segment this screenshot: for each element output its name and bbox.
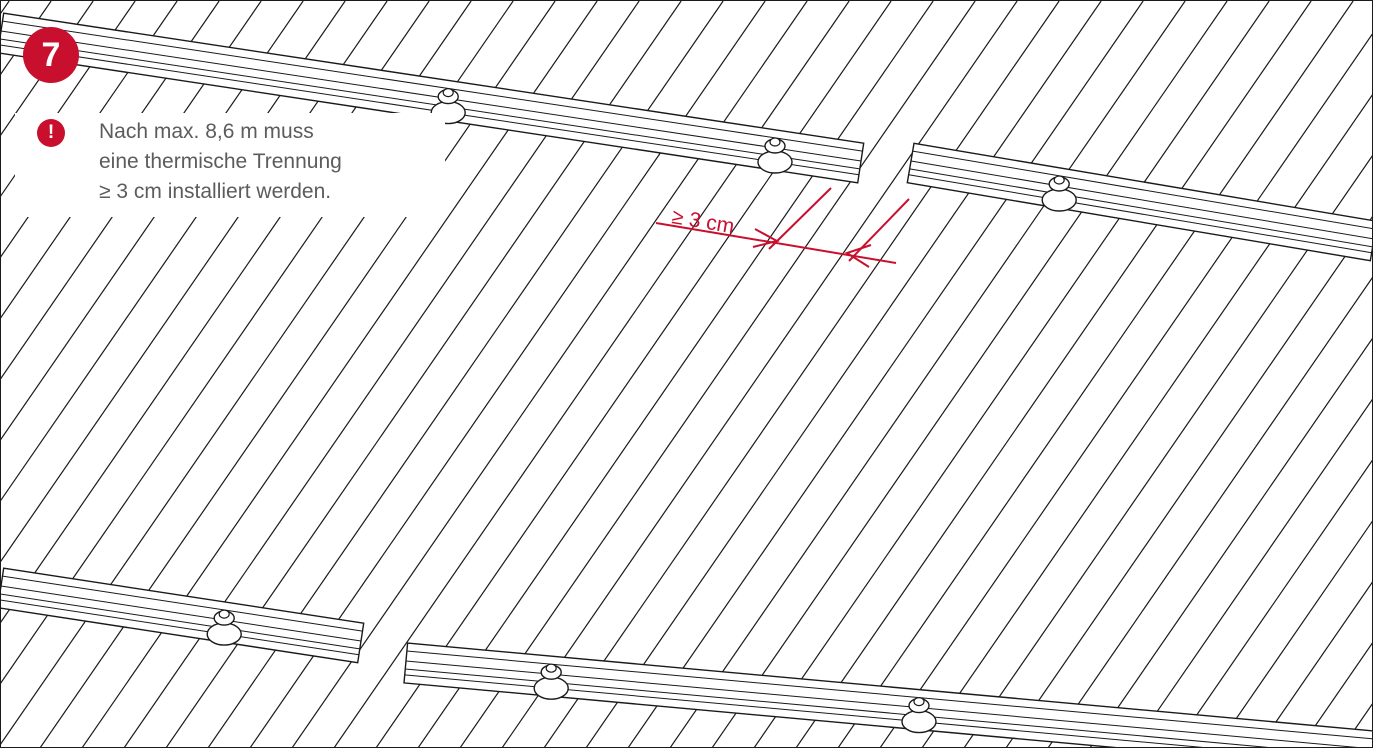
rail-clamp [757,137,793,174]
note-text: Nach max. 8,6 m muss eine thermische Tre… [99,117,439,207]
deck-line [1299,642,1372,747]
deck-line [753,1,1270,747]
thermal-separation-note: ! Nach max. 8,6 m muss eine thermische T… [15,113,445,217]
deck-line [459,1,976,747]
dimension-line [655,222,897,264]
rail-clamp [206,609,242,646]
deck-line [1089,337,1372,747]
deck-line [921,94,1372,747]
mounting-rail [1,567,365,664]
deck-line [1215,520,1372,747]
deck-line [585,1,1102,747]
step-number-badge: 7 [23,27,79,83]
dimension-extension-right [848,198,910,262]
deck-line [1047,277,1372,747]
dimension-arrow-left [752,228,780,248]
deck-line [375,1,892,747]
deck-line [543,1,1060,747]
thermal-gap-dimension: ≥ 3 cm [655,187,910,268]
mounting-rail [403,642,1372,747]
deck-line [837,1,1354,747]
deck-line [1,1,94,136]
dimension-extension-left [768,187,832,250]
deck-line [39,1,556,747]
dimension-label: ≥ 3 cm [670,205,736,238]
note-line: eine thermische Trennung [99,150,342,173]
deck-line [417,1,934,747]
deck-line [711,1,1228,747]
deck-line [627,1,1144,747]
deck-line [963,155,1372,747]
rail-clamp [1041,175,1077,212]
rail-clamp [901,696,937,734]
mounting-rail [1,12,865,184]
deck-line [669,1,1186,747]
deck-line [1257,581,1372,747]
deck-line [879,33,1372,747]
rail-clamp [533,663,569,700]
deck-line [1131,398,1372,747]
deck-line [1173,459,1372,747]
note-line: Nach max. 8,6 m muss [99,120,314,143]
deck-line [501,1,1018,747]
note-line: ≥ 3 cm installiert werden. [99,180,332,203]
deck-line [1005,216,1372,747]
exclamation-icon: ! [37,119,65,147]
mounting-rails [1,12,1372,747]
deck-line [795,1,1312,747]
dimension-arrow-right [844,244,872,268]
deck-line [1,1,10,14]
mounting-rail [906,142,1372,262]
deck-line [1341,703,1372,747]
